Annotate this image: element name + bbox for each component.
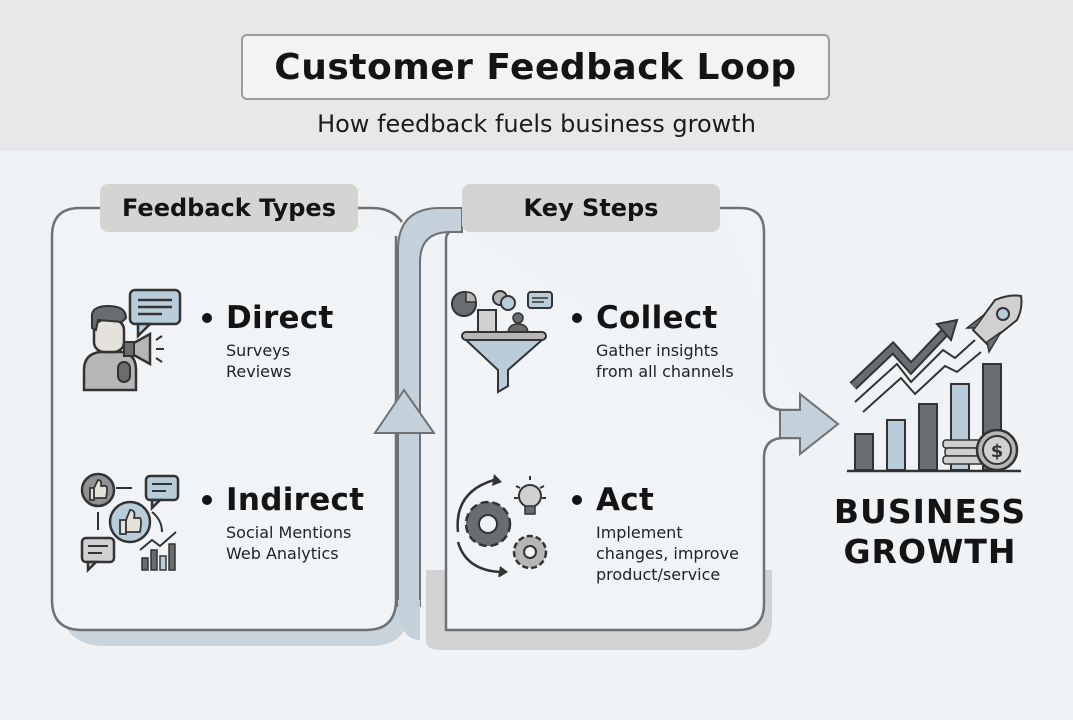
- item-title: Collect: [596, 300, 718, 336]
- item-line: Web Analytics: [226, 544, 339, 563]
- growth-label-line: GROWTH: [843, 532, 1017, 571]
- item-line: Implement: [596, 523, 683, 542]
- panel-label-feedback-types: Feedback Types: [100, 184, 358, 232]
- panel-label-key-steps: Key Steps: [462, 184, 720, 232]
- funnel-icon: [451, 290, 553, 394]
- item-title: Indirect: [226, 482, 365, 518]
- item-line: changes, improve: [596, 544, 739, 563]
- growth-chart-rocket-icon: $: [847, 294, 1023, 473]
- title-box: Customer Feedback Loop: [241, 34, 830, 100]
- bullet-icon: [202, 495, 212, 505]
- page-subtitle: How feedback fuels business growth: [317, 110, 756, 138]
- growth-arrow-icon: [779, 391, 840, 457]
- step-act: Act Implement changes, improve product/s…: [572, 482, 739, 585]
- svg-text:$: $: [991, 441, 1004, 462]
- feedback-type-indirect: Indirect Social Mentions Web Analytics: [202, 482, 364, 564]
- item-line: product/service: [596, 565, 721, 584]
- item-line: from all channels: [596, 362, 734, 381]
- bullet-icon: [202, 313, 212, 323]
- feedback-type-direct: Direct Surveys Reviews: [202, 300, 334, 382]
- business-growth-label: BUSINESS GROWTH: [820, 492, 1040, 572]
- bullet-icon: [572, 313, 582, 323]
- panel-label-text: Feedback Types: [122, 194, 336, 222]
- gears-lightbulb-icon: [456, 474, 548, 577]
- bullet-icon: [572, 495, 582, 505]
- item-line: Social Mentions: [226, 523, 352, 542]
- person-megaphone-icon: [82, 288, 182, 392]
- loop-connector-bottom: [398, 600, 420, 640]
- panel-label-text: Key Steps: [523, 194, 659, 222]
- item-line: Reviews: [226, 362, 292, 381]
- step-collect: Collect Gather insights from all channel…: [572, 300, 734, 382]
- item-line: Gather insights: [596, 341, 719, 360]
- loop-up-arrow-icon: [373, 388, 436, 434]
- feedback-types-panel-top-right: [358, 206, 404, 223]
- item-title: Act: [596, 482, 655, 518]
- item-title: Direct: [226, 300, 334, 336]
- social-analytics-icon: [80, 472, 180, 574]
- item-line: Surveys: [226, 341, 290, 360]
- page-title: Customer Feedback Loop: [274, 46, 797, 88]
- growth-label-line: BUSINESS: [833, 492, 1027, 531]
